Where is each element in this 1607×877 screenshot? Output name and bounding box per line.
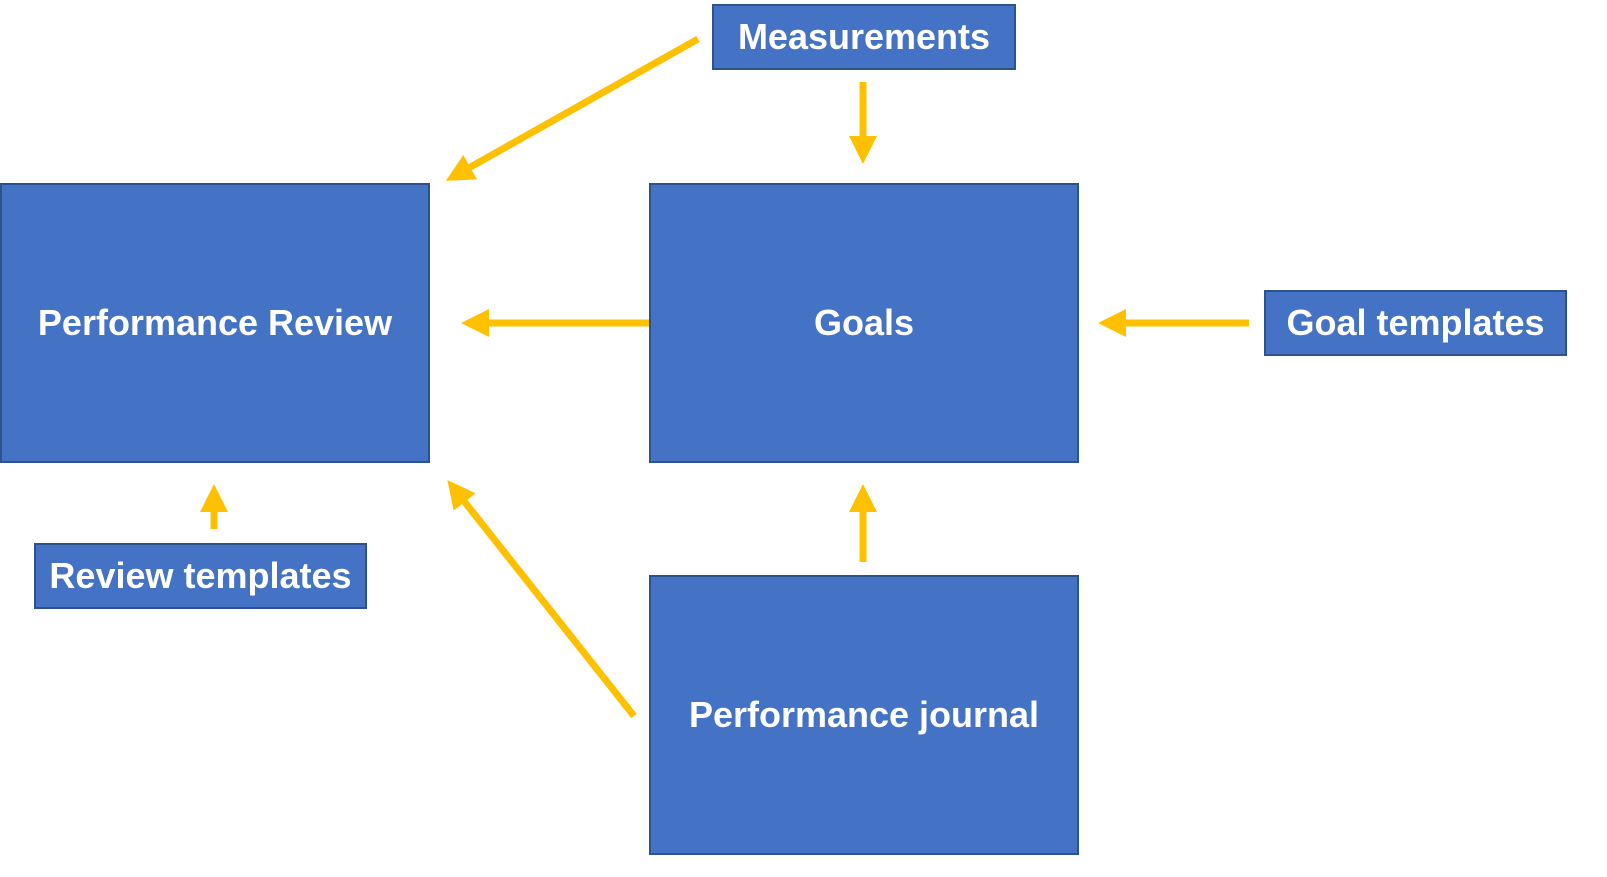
node-performance-review-label: Performance Review (37, 302, 393, 343)
node-performance-journal: Performance journal (649, 575, 1079, 855)
node-goals-label: Goals (813, 302, 915, 343)
arrow-journal-to-review (447, 480, 637, 719)
node-review-templates-label: Review templates (49, 555, 352, 596)
node-performance-review: Performance Review (0, 183, 430, 463)
arrow-measurements-to-review (445, 35, 700, 181)
node-goal-templates: Goal templates (1264, 290, 1567, 356)
node-goal-templates-label: Goal templates (1286, 302, 1545, 343)
node-measurements: Measurements (712, 4, 1016, 70)
node-review-templates: Review templates (34, 543, 367, 609)
node-goals: Goals (649, 183, 1079, 463)
node-measurements-label: Measurements (737, 16, 991, 57)
node-performance-journal-label: Performance journal (688, 694, 1040, 735)
